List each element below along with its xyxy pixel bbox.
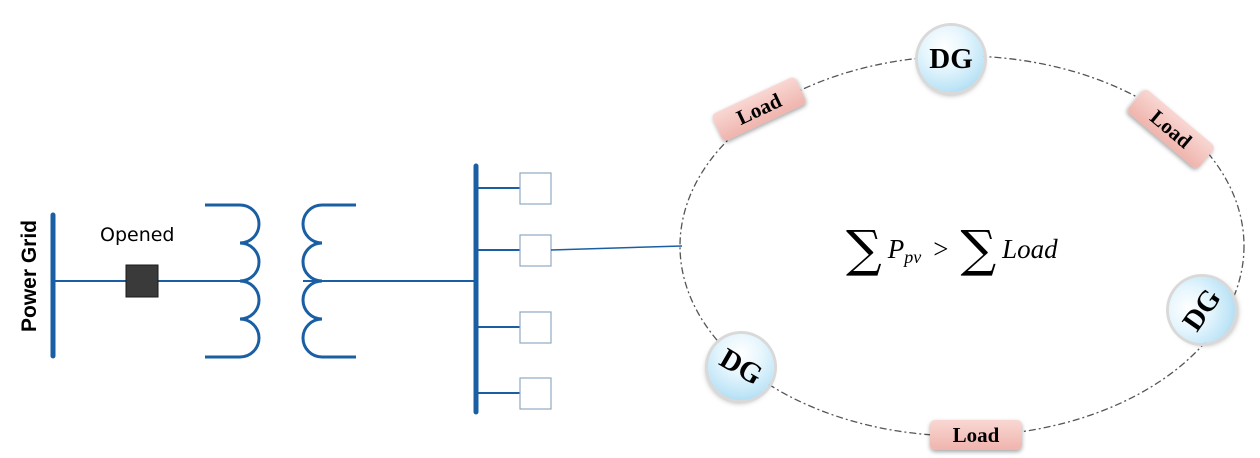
load-label: Load (952, 422, 1000, 447)
power-balance-formula: ∑ P pv > ∑ Load (846, 222, 1058, 276)
dg-label: DG (929, 42, 973, 75)
feeder-2-switch (519, 234, 552, 267)
dg-unit-top: DG (918, 26, 984, 92)
dg-label: DG (1176, 282, 1228, 337)
load-bottom: Load (930, 420, 1022, 450)
power-grid-label: Power Grid (10, 196, 50, 356)
transformer-primary-winding (205, 203, 261, 359)
dg-label: DG (714, 341, 769, 392)
formula-subscript: pv (904, 246, 922, 267)
formula-relation: > (933, 233, 949, 264)
breaker-label: Opened (100, 224, 175, 246)
sum-symbol: ∑ (846, 220, 882, 278)
power-grid-text: Power Grid (18, 219, 41, 333)
microgrid-ring (679, 55, 1245, 437)
feeder-4-switch (519, 377, 552, 410)
microgrid-tie-line (550, 245, 683, 251)
feeder-1-switch (519, 172, 552, 205)
breaker-symbol (125, 264, 159, 298)
formula-symbol: P (887, 233, 905, 264)
sum-symbol: ∑ (960, 220, 997, 278)
formula-rhs: Load (1002, 233, 1058, 264)
feeder-3-switch (519, 311, 552, 344)
